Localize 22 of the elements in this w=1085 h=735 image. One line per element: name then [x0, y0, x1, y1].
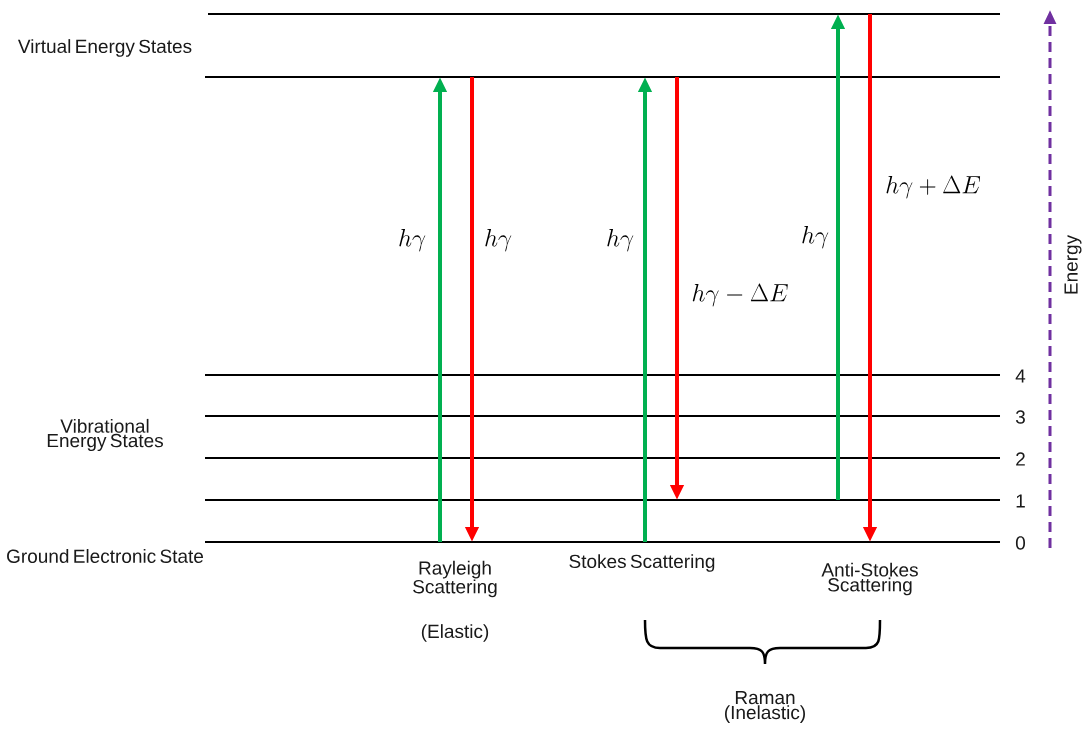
level-number: 0 — [1015, 536, 1025, 550]
label: Energy — [1064, 234, 1082, 294]
edge-label: $h\gamma$ — [607, 228, 634, 252]
edge-label: $h\gamma$ — [802, 225, 829, 249]
energy-level-line — [208, 13, 1000, 15]
label: Anti-Stokes Scattering — [821, 562, 918, 596]
energy-level-line — [205, 76, 1000, 78]
label: Stokes Scattering — [569, 554, 715, 572]
level-number: 1 — [1016, 494, 1025, 508]
level-number: 3 — [1015, 410, 1025, 424]
level-number: 4 — [1015, 369, 1026, 383]
label: Virtual Energy States — [17, 39, 192, 57]
label: Vibrational Energy States — [47, 418, 163, 452]
level-number: 2 — [1016, 452, 1025, 466]
edge-label: $h\gamma$ — [399, 228, 426, 252]
edge-label: $h\gamma$ — [485, 228, 512, 252]
label: (Elastic) — [421, 624, 489, 642]
label: Rayleigh Scattering — [413, 560, 497, 598]
edge-label: $h\gamma - \Delta E$ — [692, 283, 788, 307]
label: Raman (Inelastic) — [725, 691, 805, 723]
label: Ground Electronic State — [7, 549, 204, 563]
edge-label: $h\gamma + \Delta E$ — [886, 175, 981, 199]
